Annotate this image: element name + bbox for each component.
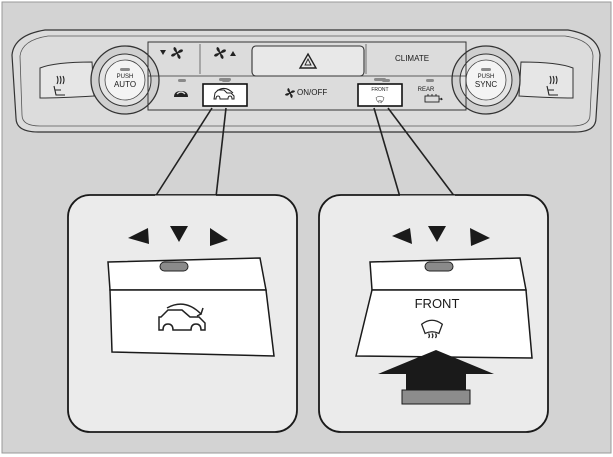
rear-defrost-button[interactable] xyxy=(424,94,444,103)
fan-onoff-label: ON/OFF xyxy=(297,88,328,97)
climate-panel xyxy=(11,29,601,133)
indicator-light-rays-icon xyxy=(128,226,228,246)
push-arrow-icon xyxy=(378,350,494,405)
panel-rear-label: REAR xyxy=(417,87,435,93)
callout-front-label: FRONT xyxy=(414,296,460,311)
auto-label: AUTO xyxy=(113,80,137,89)
callout-leaders xyxy=(154,107,456,198)
hazard-icon xyxy=(298,52,318,69)
car-fresh-air-icon xyxy=(158,303,206,331)
triangle-down-icon xyxy=(160,50,166,55)
fresh-air-mode-button[interactable] xyxy=(202,78,248,107)
rear-defrost-icon xyxy=(424,94,444,103)
fan-speed-icon xyxy=(171,47,183,59)
indicator-light-rays-icon xyxy=(392,226,490,246)
left-knob-push-label: PUSH xyxy=(116,74,134,80)
fan-icon xyxy=(285,88,295,98)
fan-power-button[interactable] xyxy=(285,88,295,98)
fan-speed-icon xyxy=(214,47,226,59)
fresh-air-callout xyxy=(67,194,298,433)
recirculation-icon xyxy=(174,91,188,97)
panel-front-label: FRONT xyxy=(371,87,389,93)
fresh-air-indicator-light xyxy=(159,261,189,272)
climate-label: CLIMATE xyxy=(394,54,430,63)
indicator-light xyxy=(426,79,434,82)
seat-heater-passenger-button[interactable] xyxy=(518,61,574,99)
driver-temperature-knob[interactable] xyxy=(90,45,160,115)
front-defrost-indicator-light xyxy=(374,78,386,81)
car-fresh-air-icon xyxy=(213,87,235,100)
right-knob-push-label: PUSH xyxy=(477,74,495,80)
button-top-edge xyxy=(107,257,267,291)
front-defrost-button[interactable] xyxy=(357,78,403,107)
auto-indicator-light xyxy=(120,68,130,71)
hazard-button[interactable] xyxy=(251,45,365,77)
sync-label: SYNC xyxy=(474,80,498,89)
fan-speed-up-button[interactable] xyxy=(214,47,236,59)
indicator-light xyxy=(178,79,186,82)
recirculation-button[interactable] xyxy=(174,91,188,97)
sync-indicator-light xyxy=(481,68,491,71)
fresh-air-button-face xyxy=(109,289,275,357)
front-defrost-callout xyxy=(318,194,549,433)
fan-speed-down-button[interactable] xyxy=(160,47,183,59)
front-defrost-button-face xyxy=(355,289,533,359)
triangle-up-icon xyxy=(230,51,236,56)
front-defrost-indicator-light xyxy=(424,261,454,272)
passenger-temperature-knob[interactable] xyxy=(451,45,521,115)
fresh-air-indicator-light xyxy=(219,78,231,81)
seat-heater-driver-button[interactable] xyxy=(39,61,95,99)
